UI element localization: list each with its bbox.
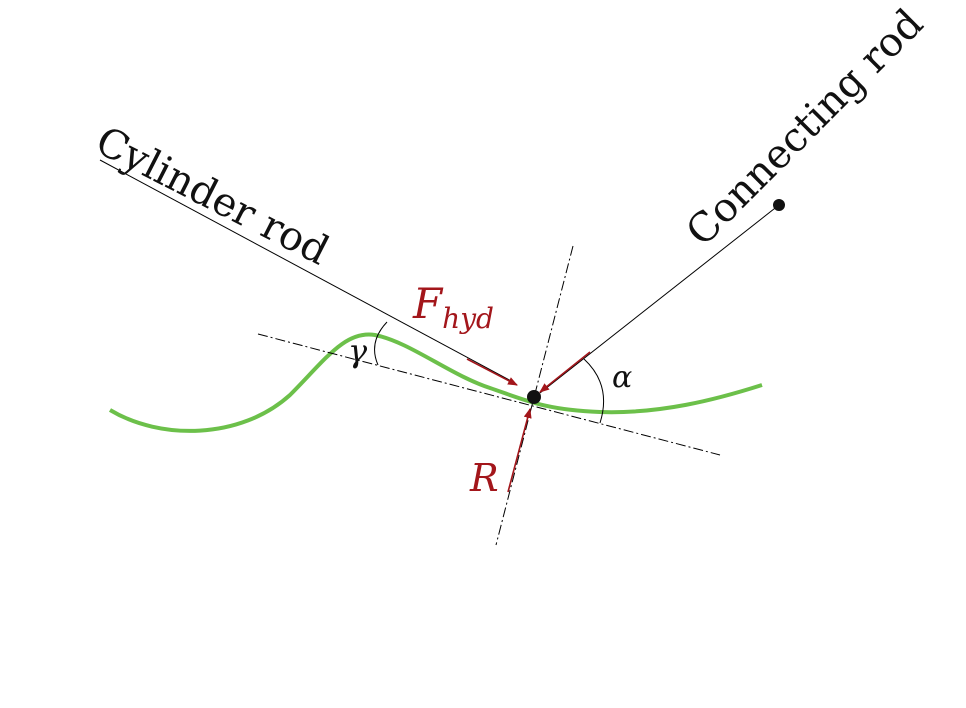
- angle-gamma-label: γ: [348, 332, 368, 370]
- reaction-force-arrow: [507, 408, 532, 493]
- cam-profile-curve: [108, 332, 763, 433]
- force-hydraulic-label: Fhyd: [412, 279, 494, 335]
- connecting-rod-pivot: [773, 199, 785, 211]
- cylinder-rod-label: Cylinder rod: [88, 118, 336, 275]
- reaction-force-label: R: [469, 456, 499, 500]
- angle-alpha-label: α: [612, 360, 632, 395]
- connecting-rod-line: [539, 204, 780, 394]
- cylinder-rod-line: [99, 159, 514, 383]
- angle-alpha-arc: [583, 358, 605, 424]
- force-hydraulic-sub: hyd: [442, 302, 494, 335]
- force-hydraulic-main: F: [412, 279, 444, 328]
- tangent-line: [257, 333, 721, 456]
- normal-line: [495, 245, 574, 546]
- connecting-rod-label: Connecting rod: [678, 0, 933, 255]
- contact-point: [527, 390, 541, 404]
- connecting-rod-force-arrow: [539, 351, 591, 393]
- force-hydraulic-arrow: [466, 358, 518, 386]
- angle-gamma-arc: [374, 321, 388, 366]
